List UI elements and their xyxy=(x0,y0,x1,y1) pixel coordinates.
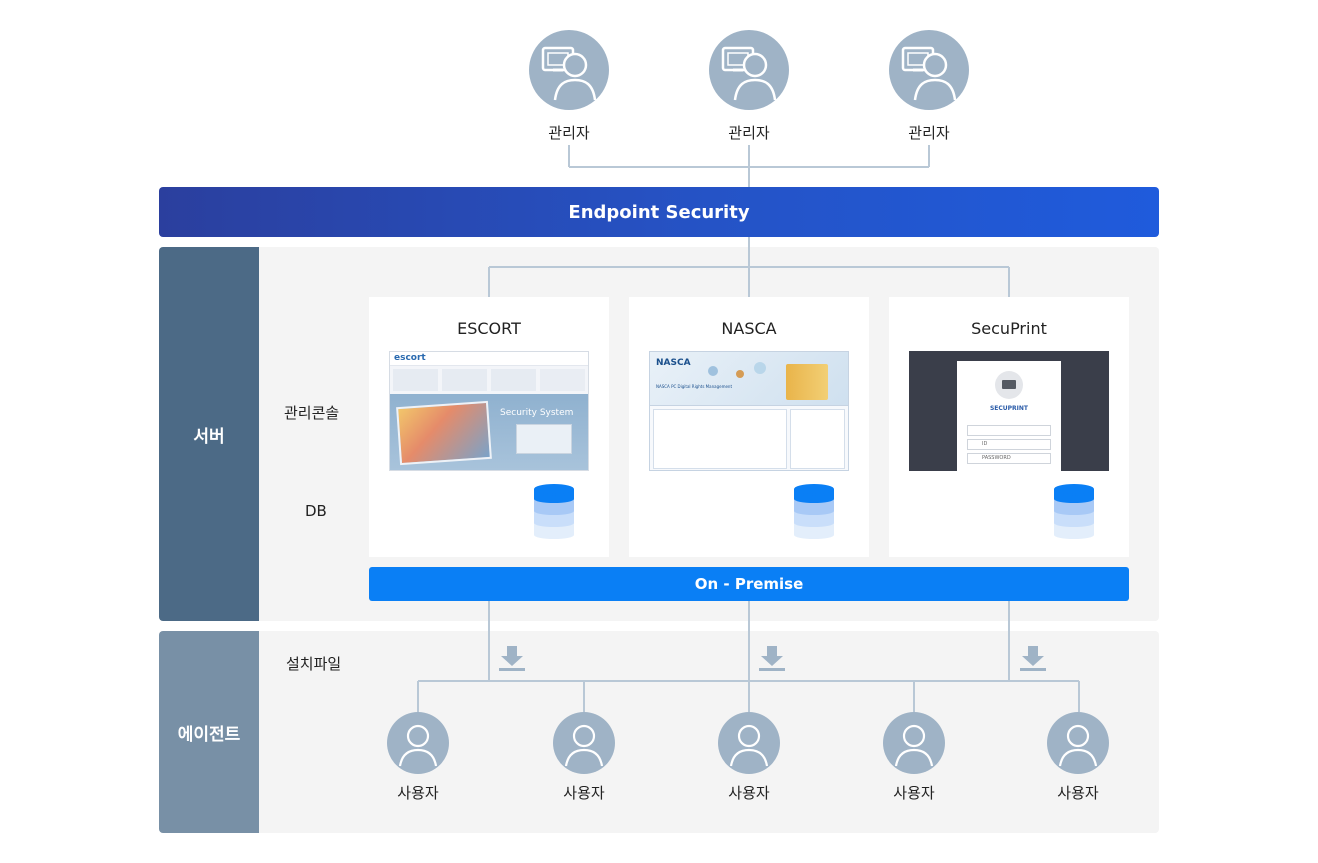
user-avatar xyxy=(553,712,615,774)
user-icon xyxy=(729,724,769,767)
download-icon xyxy=(1020,646,1046,671)
database-icon xyxy=(534,484,574,539)
user-icon xyxy=(564,724,604,767)
admin-avatar xyxy=(529,30,609,110)
secuprint-logo: SECUPRINT xyxy=(989,405,1029,412)
on-premise-label: On - Premise xyxy=(694,575,804,593)
product-name: ESCORT xyxy=(457,319,521,338)
product-name: SecuPrint xyxy=(971,319,1047,338)
database-icon xyxy=(1054,484,1094,539)
agent-label: 에이전트 xyxy=(177,724,241,745)
user-label: 사용자 xyxy=(893,784,935,802)
agent-side-label-block: 에이전트 xyxy=(159,631,259,833)
secuprint-id-field: ID xyxy=(982,441,988,447)
user-label: 사용자 xyxy=(397,784,439,802)
nasca-console-screenshot: NASCA NASCA PC Digital Rights Management xyxy=(649,351,849,471)
db-row-label: DB xyxy=(305,502,327,520)
product-name: NASCA xyxy=(721,319,777,338)
escort-security-system-text: Security System xyxy=(500,408,574,418)
user-icon xyxy=(894,724,934,767)
admin-label: 관리자 xyxy=(548,124,590,142)
database-icon xyxy=(794,484,834,539)
console-row-label: 관리콘솔 xyxy=(284,404,340,422)
user-label: 사용자 xyxy=(728,784,770,802)
escort-logo: escort xyxy=(394,353,426,363)
user-icon xyxy=(1058,724,1098,767)
secuprint-password-field: PASSWORD xyxy=(982,455,1011,461)
admin-avatar xyxy=(889,30,969,110)
admin-user-icon xyxy=(721,46,777,101)
server-label: 서버 xyxy=(193,426,225,447)
user-avatar xyxy=(718,712,780,774)
secuprint-console-screenshot: SECUPRINT ID PASSWORD xyxy=(909,351,1109,471)
product-card-escort: ESCORT escort Security System xyxy=(369,297,609,557)
admin-user-icon xyxy=(541,46,597,101)
nasca-logo: NASCA xyxy=(656,358,691,368)
nasca-subtitle: NASCA PC Digital Rights Management xyxy=(656,384,733,389)
user-label: 사용자 xyxy=(1057,784,1099,802)
product-card-secuprint: SecuPrint SECUPRINT ID PASSWORD xyxy=(889,297,1129,557)
download-icon xyxy=(499,646,525,671)
admin-label: 관리자 xyxy=(908,124,950,142)
admin-user-icon xyxy=(901,46,957,101)
user-icon xyxy=(398,724,438,767)
endpoint-security-title: Endpoint Security xyxy=(568,201,750,223)
user-avatar xyxy=(387,712,449,774)
product-card-nasca: NASCA NASCA NASCA PC Digital Rights Mana… xyxy=(629,297,869,557)
admin-label: 관리자 xyxy=(728,124,770,142)
install-file-row-label: 설치파일 xyxy=(286,655,342,673)
endpoint-security-bar: Endpoint Security xyxy=(159,187,1159,237)
on-premise-bar: On - Premise xyxy=(369,567,1129,601)
server-side-label-block: 서버 xyxy=(159,247,259,621)
user-avatar xyxy=(1047,712,1109,774)
user-avatar xyxy=(883,712,945,774)
escort-console-screenshot: escort Security System xyxy=(389,351,589,471)
download-icon xyxy=(759,646,785,671)
user-label: 사용자 xyxy=(563,784,605,802)
admin-avatar xyxy=(709,30,789,110)
